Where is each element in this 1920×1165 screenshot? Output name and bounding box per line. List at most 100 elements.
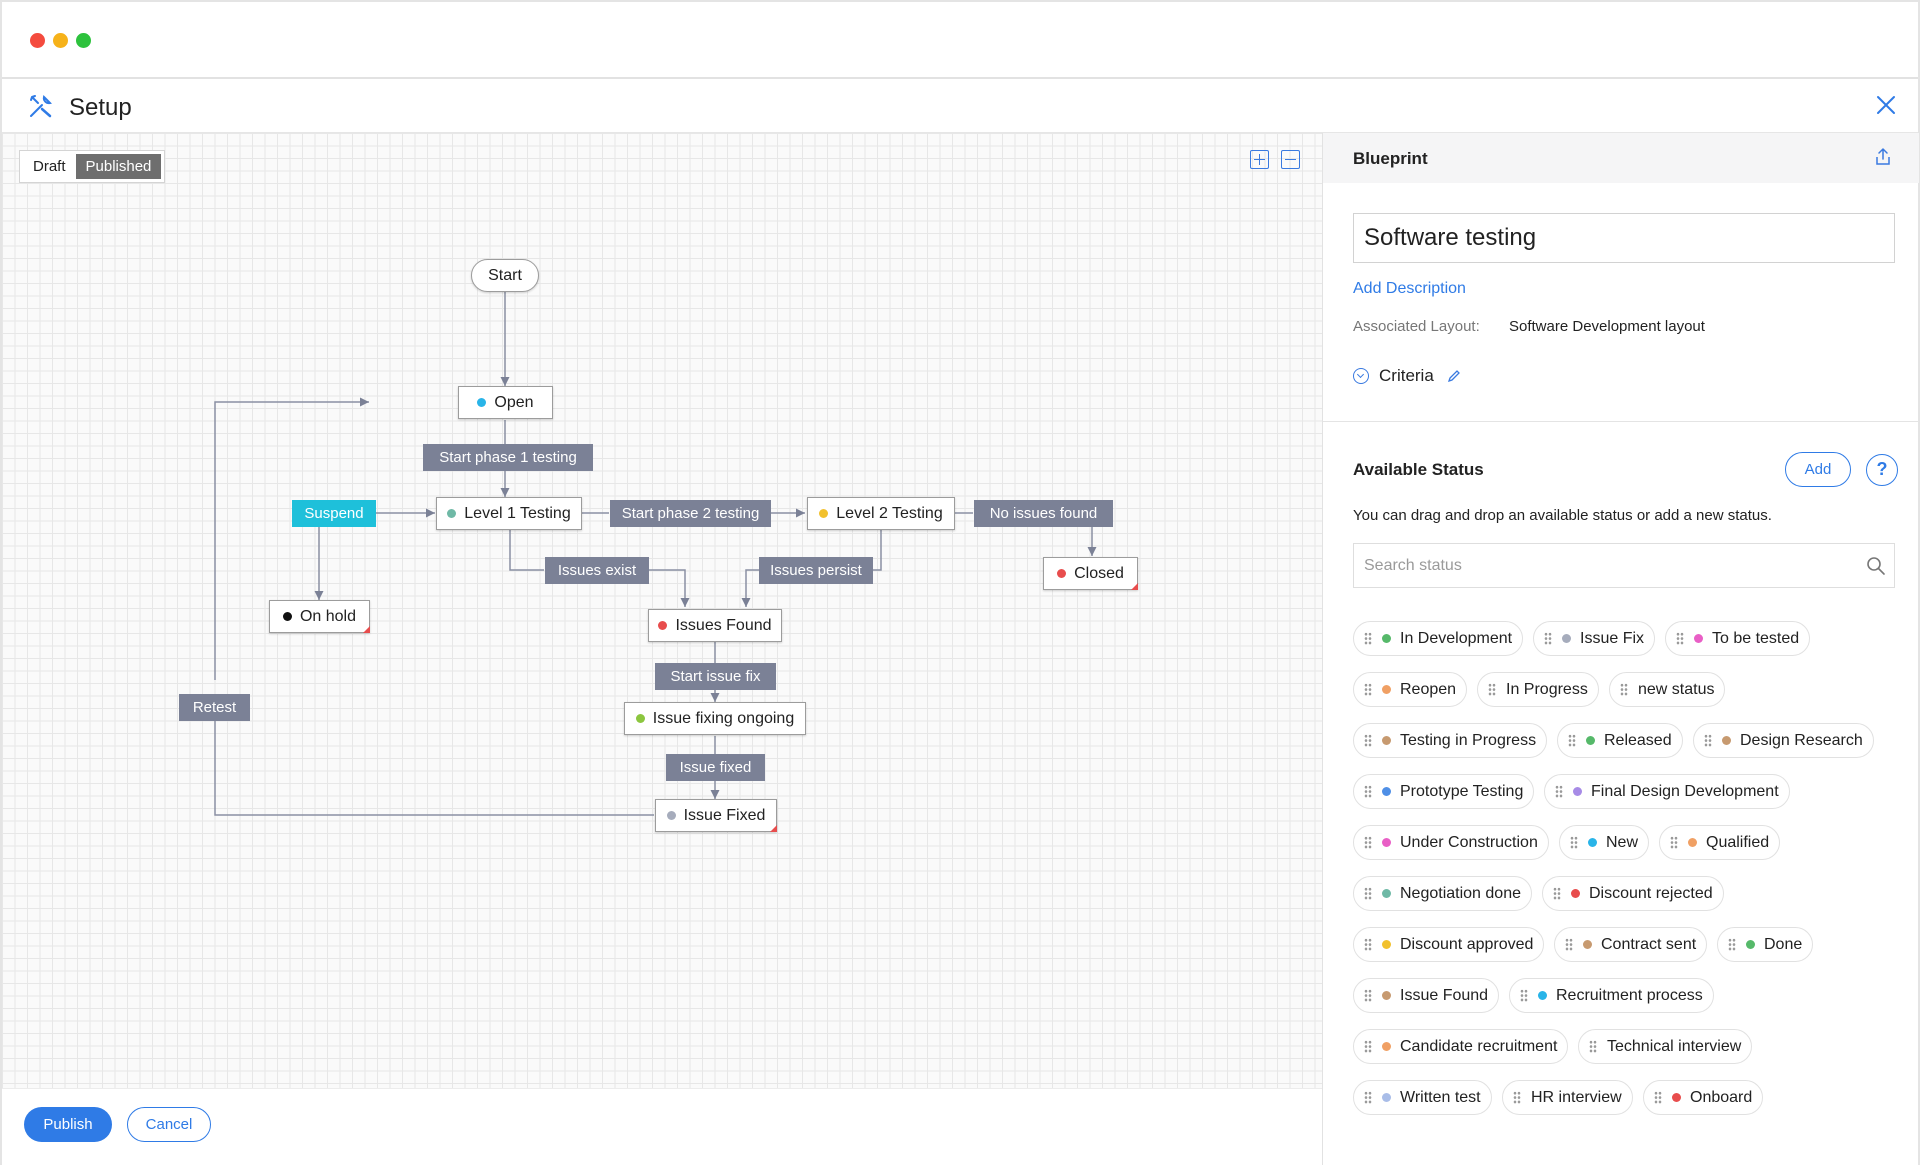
drag-handle-icon[interactable] bbox=[1520, 989, 1528, 1002]
transition-retest[interactable]: Retest bbox=[179, 694, 250, 721]
status-chip[interactable]: In Development bbox=[1353, 621, 1524, 656]
status-chip[interactable]: Design Research bbox=[1693, 723, 1874, 758]
status-chip[interactable]: Onboard bbox=[1643, 1080, 1764, 1115]
node-level1-testing[interactable]: Level 1 Testing bbox=[436, 497, 582, 530]
drag-handle-icon[interactable] bbox=[1364, 989, 1372, 1002]
drag-handle-icon[interactable] bbox=[1676, 632, 1684, 645]
drag-handle-icon[interactable] bbox=[1364, 734, 1372, 747]
blueprint-canvas[interactable]: Draft Published bbox=[2, 133, 1322, 1088]
drag-handle-icon[interactable] bbox=[1364, 887, 1372, 900]
status-chip[interactable]: Discount approved bbox=[1353, 927, 1545, 962]
drag-handle-icon[interactable] bbox=[1553, 887, 1561, 900]
status-chip[interactable]: Prototype Testing bbox=[1353, 774, 1535, 809]
status-chip[interactable]: Recruitment process bbox=[1509, 978, 1714, 1013]
transition-suspend[interactable]: Suspend bbox=[292, 500, 376, 527]
transition-start-phase2[interactable]: Start phase 2 testing bbox=[610, 500, 771, 527]
maximize-window-button[interactable] bbox=[76, 33, 91, 48]
share-icon[interactable] bbox=[1873, 147, 1893, 167]
drag-handle-icon[interactable] bbox=[1654, 1091, 1662, 1104]
status-chip[interactable]: Discount rejected bbox=[1542, 876, 1724, 911]
publish-button[interactable]: Publish bbox=[24, 1107, 112, 1142]
drag-handle-icon[interactable] bbox=[1704, 734, 1712, 747]
transition-issues-persist[interactable]: Issues persist bbox=[759, 557, 873, 584]
node-open[interactable]: Open bbox=[458, 386, 553, 419]
drag-handle-icon[interactable] bbox=[1364, 836, 1372, 849]
status-chip[interactable]: Negotiation done bbox=[1353, 876, 1532, 911]
drag-handle-icon[interactable] bbox=[1565, 938, 1573, 951]
drag-handle-icon[interactable] bbox=[1364, 938, 1372, 951]
status-chip[interactable]: Released bbox=[1557, 723, 1683, 758]
transition-start-phase1[interactable]: Start phase 1 testing bbox=[423, 444, 593, 471]
add-status-button[interactable]: Add bbox=[1785, 452, 1851, 487]
status-chip[interactable]: Written test bbox=[1353, 1080, 1492, 1115]
node-start[interactable]: Start bbox=[471, 259, 539, 292]
status-chip[interactable]: Under Construction bbox=[1353, 825, 1549, 860]
drag-handle-icon[interactable] bbox=[1544, 632, 1552, 645]
drag-handle-icon[interactable] bbox=[1620, 683, 1628, 696]
status-chip[interactable]: Reopen bbox=[1353, 672, 1468, 707]
drag-handle-icon[interactable] bbox=[1589, 1040, 1597, 1053]
drag-handle-icon[interactable] bbox=[1570, 836, 1578, 849]
close-window-button[interactable] bbox=[30, 33, 45, 48]
help-icon[interactable]: ? bbox=[1866, 454, 1898, 486]
status-chip[interactable]: Qualified bbox=[1659, 825, 1781, 860]
drag-handle-icon[interactable] bbox=[1364, 632, 1372, 645]
close-icon[interactable] bbox=[1872, 91, 1900, 119]
status-dot bbox=[1746, 940, 1755, 949]
status-chip-label: Contract sent bbox=[1601, 935, 1697, 953]
node-level2-testing[interactable]: Level 2 Testing bbox=[807, 497, 955, 530]
transition-issue-fixed[interactable]: Issue fixed bbox=[666, 754, 765, 781]
status-chip-label: Onboard bbox=[1690, 1088, 1753, 1106]
node-issue-fixing-ongoing[interactable]: Issue fixing ongoing bbox=[624, 702, 806, 735]
node-closed[interactable]: Closed bbox=[1043, 557, 1138, 590]
zoom-out-icon[interactable] bbox=[1281, 150, 1300, 169]
node-issues-found[interactable]: Issues Found bbox=[648, 609, 782, 642]
drag-handle-icon[interactable] bbox=[1513, 1091, 1521, 1104]
status-chip[interactable]: Testing in Progress bbox=[1353, 723, 1548, 758]
status-chip[interactable]: Final Design Development bbox=[1544, 774, 1790, 809]
status-chip[interactable]: Issue Found bbox=[1353, 978, 1500, 1013]
transition-issues-exist[interactable]: Issues exist bbox=[545, 557, 649, 584]
status-dot bbox=[1688, 838, 1697, 847]
status-chip[interactable]: Done bbox=[1717, 927, 1814, 962]
status-chip[interactable]: Issue Fix bbox=[1533, 621, 1656, 656]
criteria-toggle[interactable]: Criteria bbox=[1353, 366, 1462, 386]
draft-tab[interactable]: Draft bbox=[33, 158, 66, 175]
add-description-link[interactable]: Add Description bbox=[1353, 280, 1466, 297]
status-dot bbox=[477, 398, 487, 407]
drag-handle-icon[interactable] bbox=[1728, 938, 1736, 951]
minimize-window-button[interactable] bbox=[53, 33, 68, 48]
drag-handle-icon[interactable] bbox=[1364, 683, 1372, 696]
status-chip[interactable]: Candidate recruitment bbox=[1353, 1029, 1569, 1064]
node-issue-fixed[interactable]: Issue Fixed bbox=[655, 799, 777, 832]
drag-handle-icon[interactable] bbox=[1364, 785, 1372, 798]
blueprint-name-input[interactable] bbox=[1353, 213, 1895, 263]
drag-handle-icon[interactable] bbox=[1670, 836, 1678, 849]
drag-handle-icon[interactable] bbox=[1568, 734, 1576, 747]
drag-handle-icon[interactable] bbox=[1555, 785, 1563, 798]
zoom-in-icon[interactable] bbox=[1250, 150, 1269, 169]
status-chip-label: Negotiation done bbox=[1400, 884, 1521, 902]
published-tab[interactable]: Published bbox=[75, 154, 162, 179]
drag-handle-icon[interactable] bbox=[1488, 683, 1496, 696]
search-status-input[interactable] bbox=[1353, 543, 1895, 588]
status-dot bbox=[1382, 685, 1391, 694]
node-on-hold[interactable]: On hold bbox=[269, 600, 370, 633]
transition-no-issues-found[interactable]: No issues found bbox=[974, 500, 1113, 527]
status-chip[interactable]: In Progress bbox=[1477, 672, 1599, 707]
status-dot bbox=[1382, 1093, 1391, 1102]
status-chip-label: Issue Found bbox=[1400, 986, 1489, 1004]
status-chip[interactable]: new status bbox=[1609, 672, 1726, 707]
transition-start-issue-fix[interactable]: Start issue fix bbox=[655, 663, 776, 690]
search-icon[interactable] bbox=[1866, 556, 1886, 576]
drag-handle-icon[interactable] bbox=[1364, 1091, 1372, 1104]
status-chip[interactable]: To be tested bbox=[1665, 621, 1811, 656]
status-chip[interactable]: Technical interview bbox=[1578, 1029, 1753, 1064]
status-chip[interactable]: Contract sent bbox=[1554, 927, 1708, 962]
status-chip[interactable]: HR interview bbox=[1502, 1080, 1633, 1115]
status-chip-label: Done bbox=[1764, 935, 1803, 953]
status-chip[interactable]: New bbox=[1559, 825, 1650, 860]
pencil-icon[interactable] bbox=[1446, 368, 1462, 384]
drag-handle-icon[interactable] bbox=[1364, 1040, 1372, 1053]
cancel-button[interactable]: Cancel bbox=[127, 1107, 211, 1142]
